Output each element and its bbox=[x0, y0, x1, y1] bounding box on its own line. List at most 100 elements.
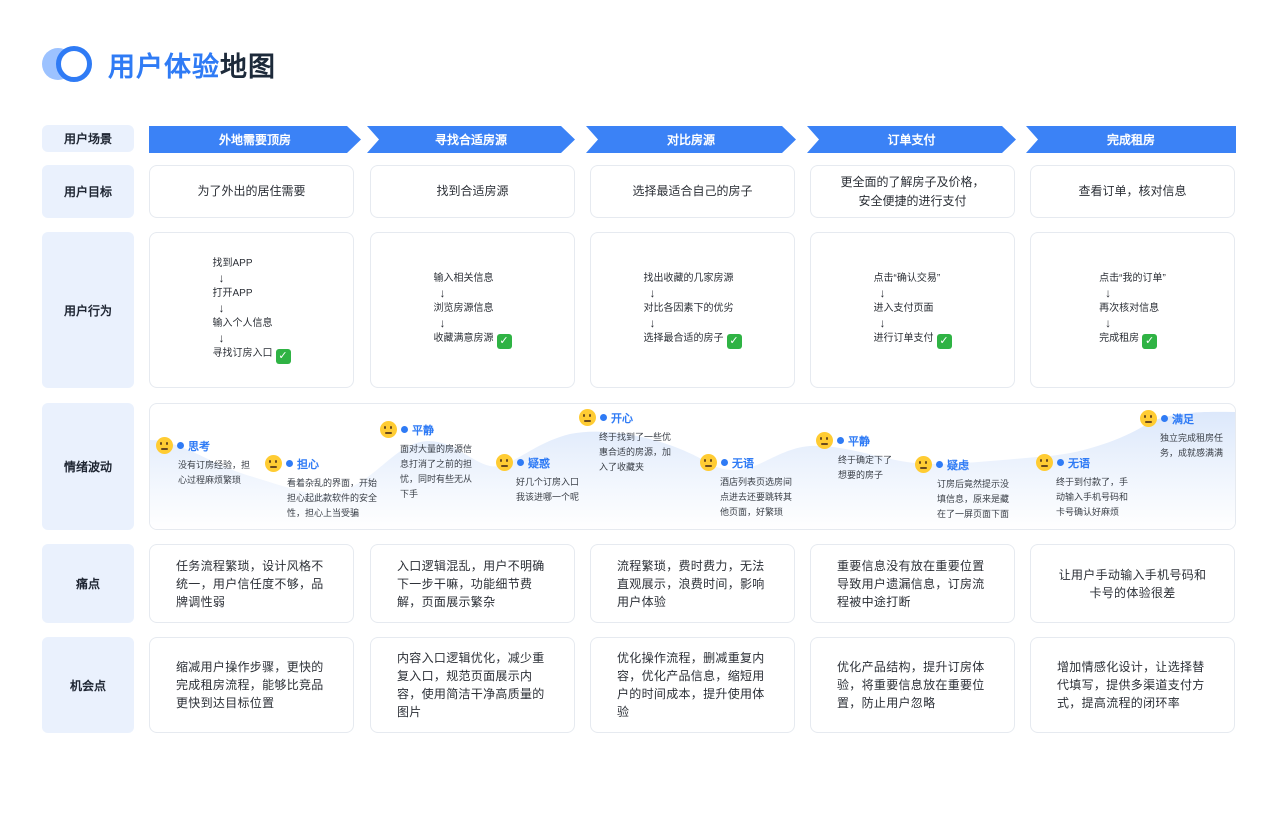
behavior-step: 打开APP bbox=[212, 288, 253, 299]
behavior-step: 找到APP bbox=[212, 258, 253, 269]
emotion-desc-line: 息打消了之前的担 bbox=[400, 459, 473, 469]
goal-card-2: 找到合适房源 bbox=[370, 165, 575, 218]
emotion-wave bbox=[150, 411, 1235, 529]
pain-text: 让用户手动输入手机号码和卡号的体验很差 bbox=[1058, 567, 1207, 600]
marker-dot bbox=[401, 426, 408, 433]
goal-text: 为了外出的居住需要 bbox=[197, 184, 306, 198]
pain-card-1: 任务流程繁琐，设计风格不统一，用户信任度不够，品牌调性弱 bbox=[149, 544, 354, 623]
stage-5: 完成租房 bbox=[1026, 126, 1236, 153]
check-icon: ✓ bbox=[936, 334, 952, 349]
behavior-step: 收藏满意房源 bbox=[433, 333, 494, 344]
marker-dot bbox=[936, 461, 943, 468]
emotion-name: 疑惑 bbox=[528, 457, 550, 470]
emotion-desc-line: 终于确定下了 bbox=[838, 455, 893, 465]
emotion-desc-line: 好几个订房入口 bbox=[516, 477, 580, 487]
arrow-down-icon: ↓ bbox=[879, 316, 886, 330]
goal-card-4: 更全面的了解房子及价格，安全便捷的进行支付 bbox=[810, 165, 1015, 218]
marker-dot bbox=[286, 460, 293, 467]
arrow-down-icon: ↓ bbox=[649, 316, 656, 330]
behavior-step: 找出收藏的几家房源 bbox=[643, 273, 734, 284]
behavior-step: 寻找订房入口 bbox=[212, 348, 273, 359]
emotion-point-1: 思考 没有订房经验，担 心过程麻烦繁琐 bbox=[156, 437, 250, 488]
row-label-goal: 用户目标 bbox=[42, 165, 134, 218]
pain-text: 入口逻辑混乱，用户不明确下一步干嘛，功能细节费解，页面展示繁杂 bbox=[397, 558, 545, 609]
stage-1: 外地需要顶房 bbox=[149, 126, 361, 153]
arrow-down-icon: ↓ bbox=[1105, 286, 1112, 300]
page-title: 用户体验地图 bbox=[108, 45, 276, 84]
marker-dot bbox=[177, 442, 184, 449]
row-label-scene: 用户场景 bbox=[42, 125, 134, 152]
row-label-opportunity: 机会点 bbox=[42, 637, 134, 733]
opportunity-card-4: 优化产品结构，提升订房体验，将重要信息放在重要位置，防止用户忽略 bbox=[810, 637, 1015, 733]
emotion-name: 担心 bbox=[297, 458, 319, 471]
title-part-1: 用户体验 bbox=[108, 51, 220, 82]
goal-text: 更全面的了解房子及价格，安全便捷的进行支付 bbox=[840, 174, 985, 208]
arrow-down-icon: ↓ bbox=[1105, 316, 1112, 330]
marker-dot bbox=[517, 459, 524, 466]
behavior-card-4: 点击“确认交易” ↓ 进入支付页面 ↓ 进行订单支付✓ bbox=[810, 232, 1015, 388]
emotion-desc-line: 下手 bbox=[400, 489, 419, 499]
goal-text: 选择最适合自己的房子 bbox=[632, 184, 753, 198]
goal-text: 查看订单，核对信息 bbox=[1078, 184, 1187, 198]
marker-dot bbox=[721, 459, 728, 466]
emotion-desc-line: 在了一屏页面下面 bbox=[937, 509, 1010, 519]
behavior-flow: 找出收藏的几家房源 ↓ 对比各因素下的优劣 ↓ 选择最合适的房子✓ bbox=[644, 271, 742, 349]
emotion-name: 无语 bbox=[732, 457, 754, 470]
behavior-step: 再次核对信息 bbox=[1099, 303, 1160, 314]
emotion-desc-line: 务，成就感满满 bbox=[1160, 448, 1224, 458]
worried-emoji-icon bbox=[265, 455, 282, 472]
arrow-down-icon: ↓ bbox=[879, 286, 886, 300]
marker-dot bbox=[1161, 415, 1168, 422]
emotion-name: 满足 bbox=[1172, 413, 1194, 426]
emotion-point-9: 无语 终于到付款了，手 动输入手机号码和 卡号确认好麻烦 bbox=[1036, 454, 1128, 520]
emotion-desc-line: 卡号确认好麻烦 bbox=[1056, 507, 1120, 517]
thinking-emoji-icon bbox=[156, 437, 173, 454]
emotion-desc-line: 终于找到了一些优 bbox=[599, 432, 672, 442]
emotion-desc-line: 动输入手机号码和 bbox=[1056, 492, 1129, 502]
opportunity-card-5: 增加情感化设计，让选择替代填写，提供多渠道支付方式，提高流程的闭环率 bbox=[1030, 637, 1235, 733]
emotion-name: 平静 bbox=[848, 435, 870, 448]
check-icon: ✓ bbox=[726, 334, 742, 349]
emotion-desc-line: 我该进哪一个呢 bbox=[516, 492, 580, 502]
page-header: 用户体验地图 bbox=[42, 44, 276, 84]
stage-3: 对比房源 bbox=[586, 126, 796, 153]
row-label-pain: 痛点 bbox=[42, 544, 134, 623]
emotion-point-2: 担心 看着杂乱的界面，开始 担心起此款软件的安全 性，担心上当受骗 bbox=[265, 455, 377, 521]
pain-card-3: 流程繁琐，费时费力，无法直观展示，浪费时间，影响用户体验 bbox=[590, 544, 795, 623]
pain-card-5: 让用户手动输入手机号码和卡号的体验很差 bbox=[1030, 544, 1235, 623]
emotion-point-7: 平静 终于确定下了 想要的房子 bbox=[816, 432, 892, 483]
pain-card-2: 入口逻辑混乱，用户不明确下一步干嘛，功能细节费解，页面展示繁杂 bbox=[370, 544, 575, 623]
arrow-down-icon: ↓ bbox=[439, 316, 446, 330]
emotion-desc-line: 终于到付款了，手 bbox=[1056, 477, 1129, 487]
behavior-step: 输入相关信息 bbox=[433, 273, 494, 284]
emotion-panel: 思考 没有订房经验，担 心过程麻烦繁琐 担心 看着杂乱的界面，开始 担心起此款软… bbox=[149, 403, 1236, 530]
emotion-name: 疑虑 bbox=[947, 459, 969, 472]
emotion-desc-line: 想要的房子 bbox=[838, 470, 884, 480]
behavior-step: 完成租房 bbox=[1099, 333, 1140, 344]
emotion-desc-line: 点进去还要跳转其 bbox=[720, 492, 793, 502]
row-label-emotion: 情绪波动 bbox=[42, 403, 134, 530]
emotion-point-6: 无语 酒店列表页选房间 点进去还要跳转其 他页面，好繁琐 bbox=[700, 454, 792, 520]
emotion-desc-line: 酒店列表页选房间 bbox=[720, 477, 793, 487]
grimace-emoji-icon bbox=[700, 454, 717, 471]
check-icon: ✓ bbox=[275, 349, 291, 364]
goal-card-1: 为了外出的居住需要 bbox=[149, 165, 354, 218]
emotion-desc-line: 担心起此款软件的安全 bbox=[287, 493, 378, 503]
marker-dot bbox=[1057, 459, 1064, 466]
satisfied-emoji-icon bbox=[1140, 410, 1157, 427]
check-icon: ✓ bbox=[496, 334, 512, 349]
emotion-desc-line: 他页面，好繁琐 bbox=[720, 507, 784, 517]
behavior-step: 浏览房源信息 bbox=[433, 303, 494, 314]
behavior-flow: 找到APP ↓ 打开APP ↓ 输入个人信息 ↓ 寻找订房入口✓ bbox=[213, 256, 291, 364]
neutral-emoji-icon bbox=[816, 432, 833, 449]
marker-dot bbox=[837, 437, 844, 444]
behavior-flow: 点击“确认交易” ↓ 进入支付页面 ↓ 进行订单支付✓ bbox=[874, 271, 952, 349]
emotion-desc-line: 面对大量的房源信 bbox=[400, 444, 473, 454]
pain-text: 任务流程繁琐，设计风格不统一，用户信任度不够，品牌调性弱 bbox=[176, 558, 324, 609]
emotion-desc-line: 惠合适的房源，加 bbox=[599, 447, 672, 457]
grimace-emoji-icon bbox=[1036, 454, 1053, 471]
emotion-point-10: 满足 独立完成租房任 务，成就感满满 bbox=[1140, 410, 1223, 461]
arrow-down-icon: ↓ bbox=[218, 301, 225, 315]
emotion-name: 开心 bbox=[611, 412, 633, 425]
pain-text: 流程繁琐，费时费力，无法直观展示，浪费时间，影响用户体验 bbox=[617, 558, 765, 609]
